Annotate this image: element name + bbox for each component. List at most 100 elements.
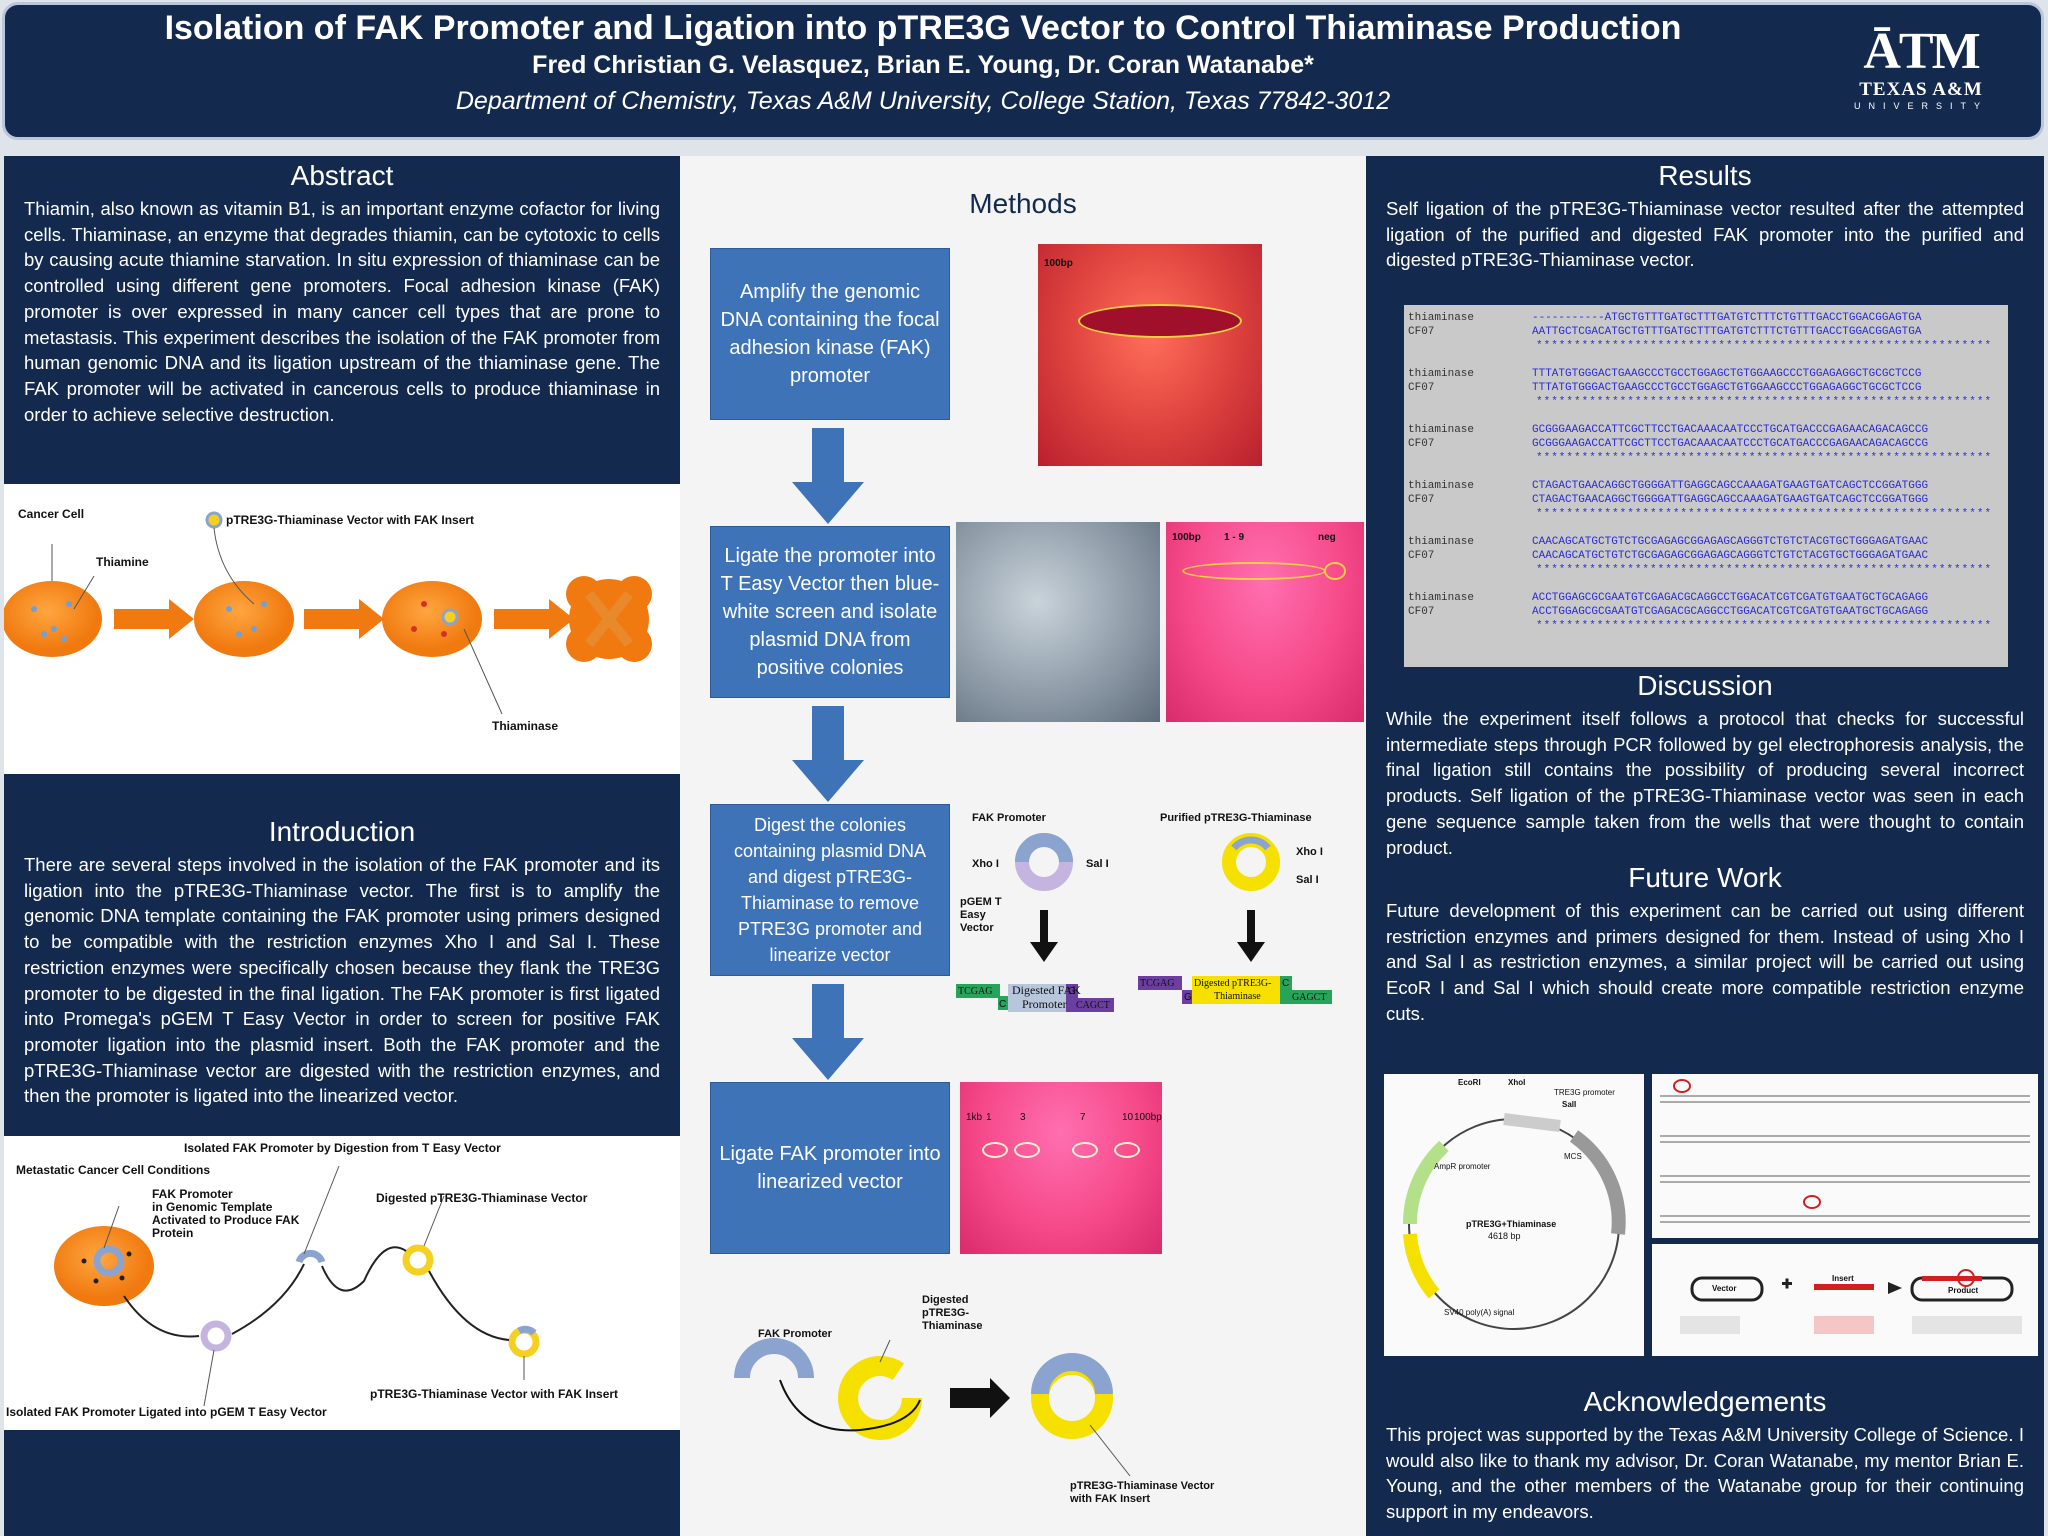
plasmid-tre3g: TRE3G promoter [1554, 1088, 1615, 1097]
lig-result1: pTRE3G-Thiaminase Vector [1070, 1480, 1215, 1492]
seq-stars: ****************************************… [1536, 340, 1993, 352]
methods-heading: Methods [969, 188, 1077, 219]
seq-stars: ****************************************… [1536, 564, 1993, 576]
down-arrow-icon [792, 428, 864, 524]
gel3-band [1114, 1142, 1140, 1158]
seq-name: CF07 [1408, 382, 1435, 394]
discussion-text: While the experiment itself follows a pr… [1386, 708, 2024, 858]
sequence-map-screenshot [1652, 1074, 2038, 1238]
poster-title: Isolation of FAK Promoter and Ligation i… [164, 9, 1682, 47]
seq-name: thiaminase [1408, 536, 1475, 548]
label-ligated: Isolated FAK Promoter Ligated into pGEM … [6, 1405, 327, 1419]
lig-result2: with FAK Insert [1070, 1493, 1151, 1505]
method-step-3: Digest the colonies containing plasmid D… [710, 804, 950, 976]
digest-c-left: C [999, 999, 1007, 1010]
seq-text: CTAGACTGAACAGGCTGGGGATTGAGGCAGCCAAAGATGA… [1532, 480, 1929, 492]
method-step-2: Ligate the promoter into T Easy Vector t… [710, 526, 950, 698]
gel3-band [982, 1142, 1008, 1158]
digest-cagct: CAGCT [1076, 1000, 1110, 1011]
digest-gagct: GAGCT [1292, 992, 1327, 1003]
seq-name: thiaminase [1408, 312, 1475, 324]
cancer-cell-diagram: Cancer Cell pTRE3G-Thiaminase Vector wit… [2, 484, 680, 774]
future-work-heading: Future Work [1628, 862, 1782, 893]
seq-name: CF07 [1408, 606, 1435, 618]
gel3-label-1: 1 [986, 1112, 992, 1123]
lig-map-vector: Vector [1712, 1284, 1737, 1293]
seq-text: AATTGCTCGACATGCTGTTTGATGCTTTGATGTCTTTCTG… [1532, 326, 1922, 338]
fak-ligation-diagram: Isolated FAK Promoter by Digestion from … [4, 1136, 680, 1430]
plasmid-polya: SV40 poly(A) signal [1444, 1308, 1515, 1317]
plasmid-xhoi: XhoI [1508, 1078, 1526, 1087]
label-fak-line4: Protein [152, 1226, 194, 1240]
seq-name: thiaminase [1408, 424, 1475, 436]
label-isolated-title: Isolated FAK Promoter by Digestion from … [184, 1141, 501, 1155]
gel2-label-right: neg [1318, 532, 1336, 543]
poster-authors: Fred Christian G. Velasquez, Brian E. Yo… [532, 51, 1314, 79]
petri-dish-photo [956, 522, 1160, 722]
seq-name: CF07 [1408, 326, 1435, 338]
digest-fak-frag1: Digested FAK [1012, 983, 1081, 997]
label-fak-line3: Activated to Produce FAK [152, 1213, 300, 1227]
future-work-panel: Future Work Future development of this e… [1366, 858, 2044, 1068]
digest-purified-label: Purified pTRE3G-Thiaminase [1160, 812, 1312, 824]
digest-xho-right: Xho I [1296, 846, 1323, 858]
gel-image-ligation: 1kb 1 3 7 10 100bp [960, 1082, 1162, 1254]
digest-g-left: G [1068, 986, 1076, 997]
seq-name: CF07 [1408, 494, 1435, 506]
future-work-text: Future development of this experiment ca… [1386, 900, 2024, 1024]
seq-name: CF07 [1408, 438, 1435, 450]
acknowledgements-heading: Acknowledgements [1583, 1386, 1827, 1417]
down-arrow-icon [792, 706, 864, 802]
method-step-4: Ligate FAK promoter into linearized vect… [710, 1082, 950, 1254]
seq-text: TTTATGTGGGACTGAAGCCCTGCCTGGAGCTGTGGAAGCC… [1532, 382, 1922, 394]
seq-text: -----------ATGCTGTTTGATGCTTTGATGTCTTTCTG… [1532, 312, 1922, 324]
results-text: Self ligation of the pTRE3G-Thiaminase v… [1386, 198, 2024, 271]
gel3-label-7: 7 [1080, 1112, 1086, 1123]
plasmid-size: 4618 bp [1488, 1231, 1521, 1241]
seq-text: CAACAGCATGCTGTCTGCGAGAGCGGAGAGCAGGGTCTGT… [1532, 550, 1929, 562]
plasmid-name: pTRE3G+Thiaminase [1466, 1219, 1557, 1229]
acknowledgements-text: This project was supported by the Texas … [1386, 1424, 2024, 1523]
seq-stars: ****************************************… [1536, 396, 1993, 408]
digest-pgem1: pGEM T [960, 896, 1002, 908]
university-logo: ĀTM TEXAS A&M UNIVERSITY [1841, 25, 2001, 125]
gel2-label-left: 100bp [1172, 532, 1201, 543]
digest-g-right: G [1184, 992, 1192, 1003]
gel2-neg-band [1324, 562, 1346, 580]
plasmid-map-graphic [1402, 1113, 1626, 1330]
abstract-text: Thiamin, also known as vitamin B1, is an… [24, 198, 660, 425]
seq-name: thiaminase [1408, 592, 1475, 604]
gel1-label: 100bp [1044, 258, 1073, 269]
sequence-map-graphic [1660, 1079, 2030, 1223]
plasmid-sali: SalI [1562, 1100, 1577, 1109]
label-digested: Digested pTRE3G-Thiaminase Vector [376, 1191, 588, 1205]
seq-text: GCGGGAAGACCATTCGCTTCCTGACAAACAATCCCTGCAT… [1532, 438, 1929, 450]
alignment-block: thiaminase ACCTGGAGCGCGAATGTCGAGACGCAGGCC… [1408, 591, 2004, 633]
digest-sal-left: Sal I [1086, 858, 1109, 870]
results-heading: Results [1658, 160, 1752, 191]
ligation-map-graphic [1680, 1269, 2022, 1334]
poster-header: Isolation of FAK Promoter and Ligation i… [2, 2, 2044, 140]
seq-text: ACCTGGAGCGCGAATGTCGAGACGCAGGCCTGGACATCGT… [1532, 592, 1929, 604]
seq-stars: ****************************************… [1536, 508, 1993, 520]
digest-fak-label: FAK Promoter [972, 812, 1046, 824]
label-cancer-cell: Cancer Cell [18, 507, 85, 521]
label-vector: pTRE3G-Thiaminase Vector with FAK Insert [226, 513, 475, 527]
digest-fak-frag2: Promoter [1022, 997, 1067, 1011]
seq-stars: ****************************************… [1536, 452, 1993, 464]
lig-map-product: Product [1948, 1286, 1979, 1295]
plasmid-mcs: MCS [1564, 1152, 1582, 1161]
digest-diagram-graphic [956, 833, 1332, 1012]
label-thiamine: Thiamine [96, 555, 149, 569]
introduction-text: There are several steps involved in the … [24, 854, 660, 1107]
gel-image-pcr: 100bp [1038, 244, 1262, 466]
ligation-diagram: FAK Promoter Digested pTRE3G- Thiaminase… [720, 1280, 1280, 1510]
label-fak-line1: FAK Promoter [152, 1187, 233, 1201]
gel3-label-1kb: 1kb [966, 1112, 983, 1123]
digest-pgem3: Vector [960, 922, 994, 934]
logo-text: TEXAS A&M [1859, 79, 1983, 100]
poster-department: Department of Chemistry, Texas A&M Unive… [455, 87, 1391, 115]
introduction-heading: Introduction [268, 816, 416, 847]
